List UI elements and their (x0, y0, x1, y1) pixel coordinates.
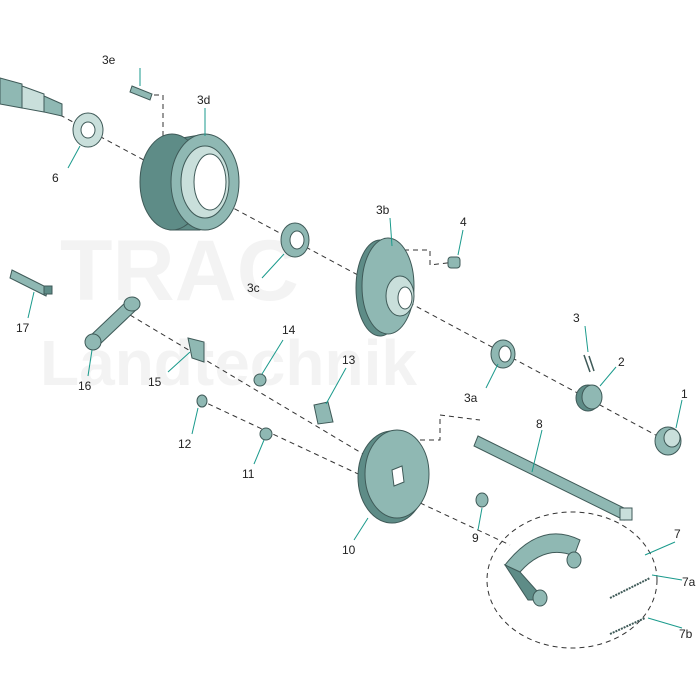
axle-stub (0, 77, 63, 117)
label-4: 4 (460, 215, 467, 229)
leader-1 (675, 399, 683, 429)
leader-13 (325, 367, 347, 405)
part-13-bush (313, 401, 334, 425)
leader-14 (261, 339, 284, 375)
leader-17 (27, 291, 35, 319)
part-17-bolt (9, 269, 53, 297)
leader-3 (584, 325, 589, 353)
label-6: 6 (52, 171, 59, 185)
leader-3b (389, 217, 393, 247)
axis-lever (129, 314, 391, 471)
part-10-backing-plate (357, 429, 430, 524)
leader-6 (67, 145, 81, 169)
leader-16 (87, 349, 93, 377)
label-15: 15 (148, 375, 162, 389)
label-7b: 7b (679, 627, 693, 641)
leader-8 (531, 429, 543, 473)
label-3b: 3b (376, 203, 390, 217)
label-3e: 3e (102, 53, 116, 67)
leader-11 (253, 439, 265, 465)
leader-15 (167, 351, 191, 373)
part-14-ring (253, 373, 267, 387)
leader-7a (651, 574, 683, 581)
part-4-cap (447, 256, 461, 269)
part-11-ring (259, 427, 273, 441)
part-2-nut (575, 384, 603, 412)
label-11: 11 (242, 467, 255, 481)
label-3a: 3a (464, 391, 478, 405)
part-15-bracket (187, 337, 205, 363)
leader-3a (485, 363, 499, 389)
part-6-washer (72, 112, 104, 148)
label-16: 16 (78, 379, 92, 393)
leader-9 (477, 507, 483, 531)
leader-7b (647, 617, 683, 629)
axis-lower (199, 399, 511, 546)
leader-10 (353, 517, 369, 541)
part-1-hub-cap (654, 426, 682, 456)
label-8: 8 (536, 417, 543, 431)
label-3c: 3c (247, 281, 260, 295)
part-3d-drum (139, 133, 240, 231)
part-7b-spring (609, 617, 646, 635)
label-1: 1 (681, 387, 688, 401)
label-7a: 7a (682, 575, 696, 589)
axis-3e (145, 94, 164, 140)
label-10: 10 (342, 543, 356, 557)
leader-3c (261, 253, 285, 279)
watermark-line1: TRAC (60, 223, 299, 319)
label-14: 14 (282, 323, 296, 337)
label-9: 9 (472, 531, 479, 545)
part-12-nut (196, 394, 208, 408)
part-9-washer (475, 492, 489, 508)
leader-12 (191, 407, 199, 435)
part-3b-hub (355, 237, 415, 337)
leader-4 (457, 229, 464, 256)
label-17: 17 (16, 321, 30, 335)
axis-8 (420, 414, 481, 441)
part-7-brake-shoe (503, 533, 582, 607)
label-3d: 3d (197, 93, 210, 107)
label-3: 3 (573, 311, 580, 325)
leader-7 (644, 541, 676, 556)
part-16-lever (84, 296, 141, 351)
part-3-split-pin (583, 354, 595, 373)
part-8-shaft (473, 435, 633, 521)
part-3c-seal (280, 222, 310, 258)
label-7: 7 (674, 527, 681, 541)
label-13: 13 (342, 353, 356, 367)
leader-2 (599, 366, 617, 387)
part-3e-stud (129, 85, 153, 101)
label-12: 12 (178, 437, 192, 451)
part-3a-bearing (490, 339, 516, 369)
shoe-set-outline (486, 511, 658, 649)
label-2: 2 (618, 355, 625, 369)
part-7a-spring (609, 577, 651, 599)
